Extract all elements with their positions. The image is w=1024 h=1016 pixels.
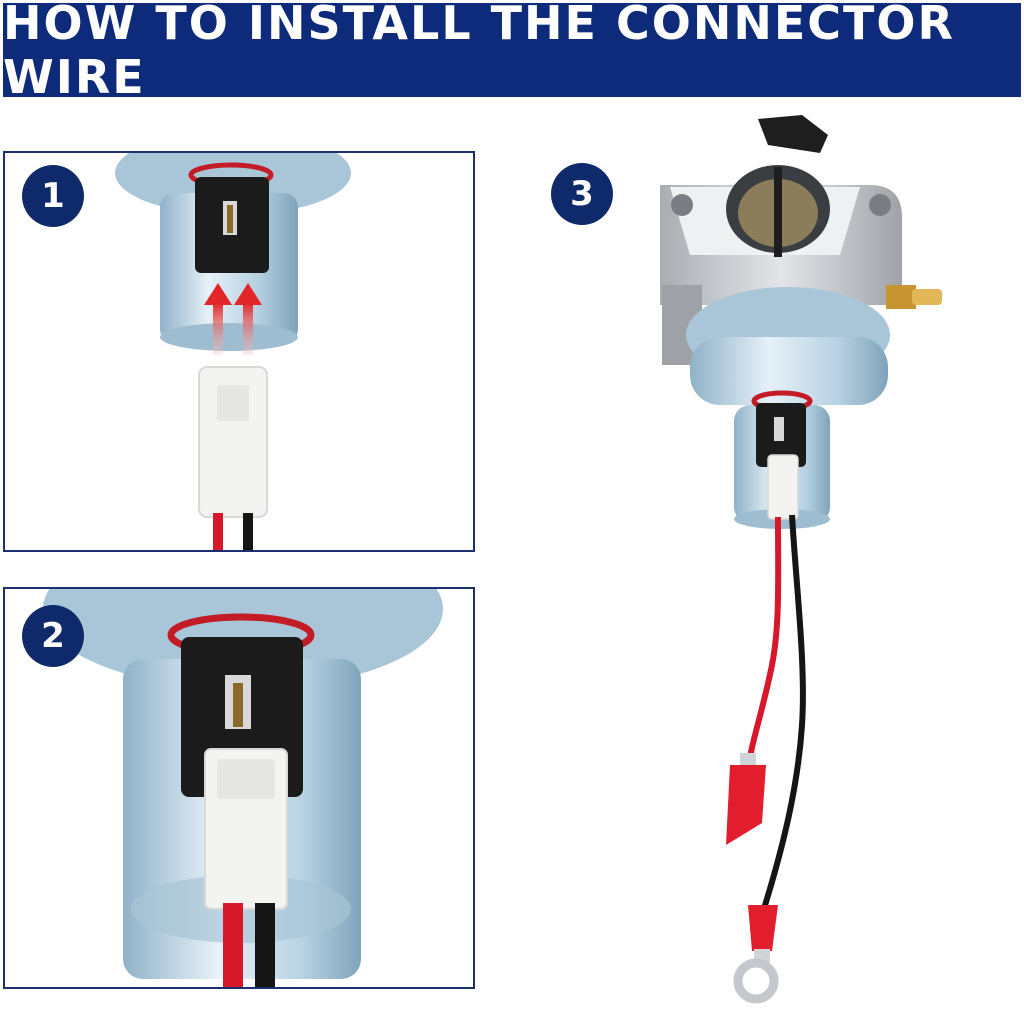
carburetor-casting bbox=[660, 115, 902, 365]
red-wire bbox=[747, 516, 782, 758]
black-wire bbox=[759, 514, 806, 916]
step-3-badge: 3 bbox=[551, 163, 613, 225]
white-plug bbox=[198, 366, 268, 518]
red-wire bbox=[213, 513, 223, 550]
red-crimp-terminal bbox=[726, 753, 766, 845]
header-banner: HOW TO INSTALL THE CONNECTOR WIRE bbox=[3, 0, 1021, 104]
black-wire bbox=[255, 903, 275, 987]
white-plug bbox=[767, 454, 799, 520]
carburetor-illustration bbox=[660, 115, 942, 1004]
step-1-illustration bbox=[115, 153, 351, 550]
black-wire bbox=[243, 513, 253, 550]
ring-terminal bbox=[733, 905, 779, 1004]
brass-fuel-barb bbox=[886, 285, 942, 309]
step-1-badge: 1 bbox=[22, 165, 84, 227]
red-wire bbox=[223, 903, 243, 987]
arrow-up-icon bbox=[204, 283, 262, 355]
step-2-panel: 2 bbox=[3, 587, 475, 989]
step-2-badge: 2 bbox=[22, 605, 84, 667]
page-title: HOW TO INSTALL THE CONNECTOR WIRE bbox=[3, 0, 955, 104]
step-1-panel: 1 bbox=[3, 151, 475, 552]
step-2-illustration bbox=[43, 589, 443, 987]
